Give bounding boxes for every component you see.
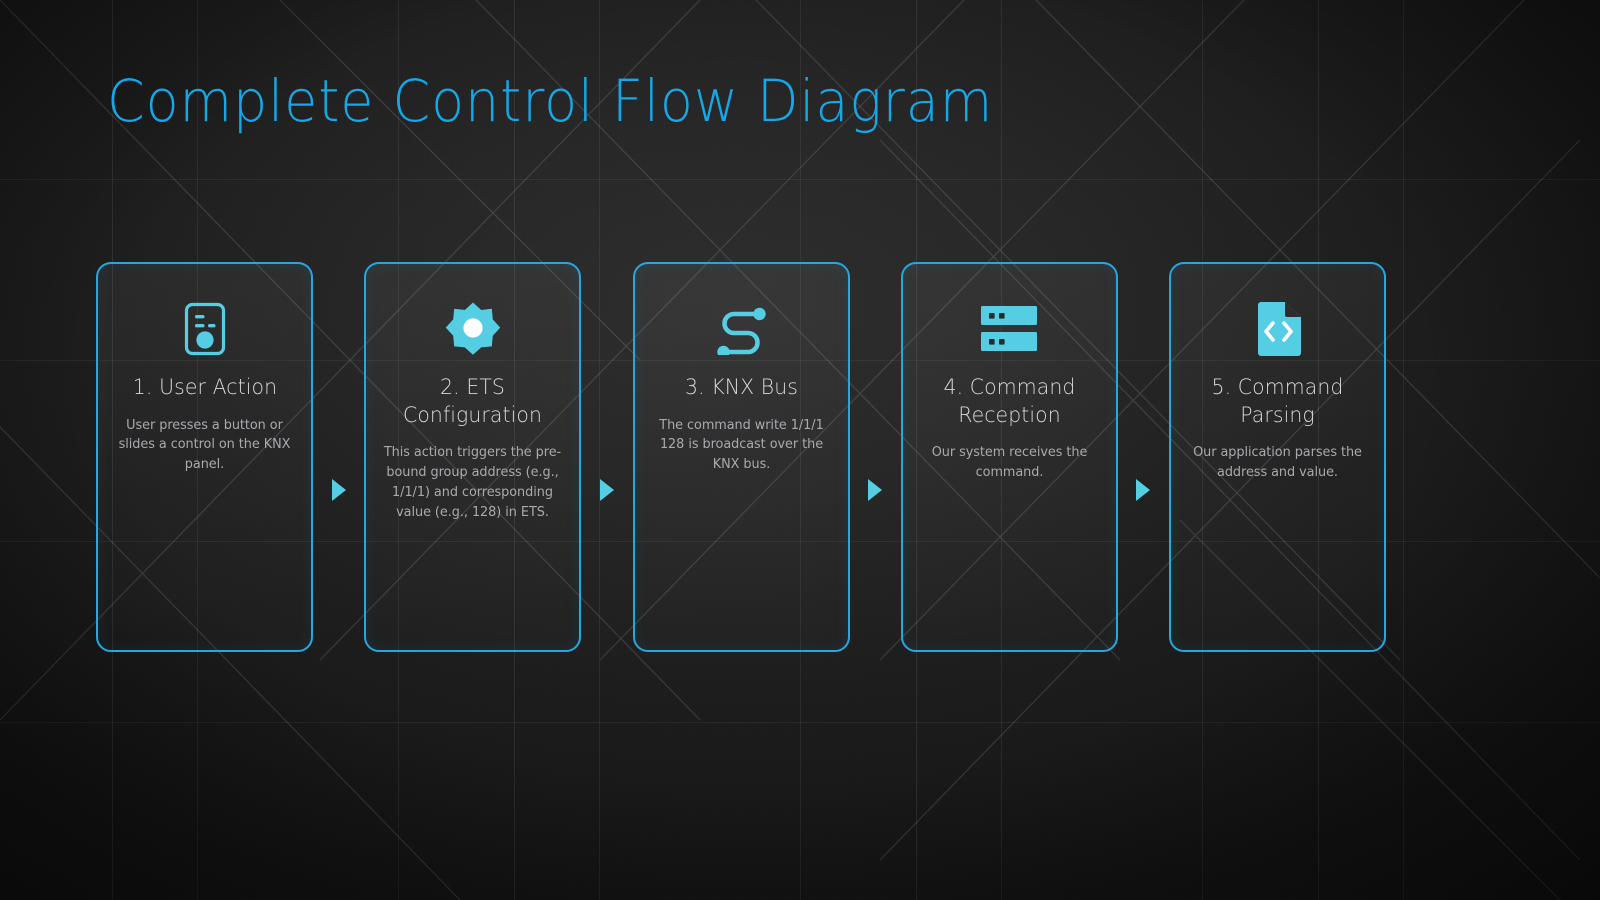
flow-step-card-5[interactable]: 5. Command Parsing Our application parse… (1169, 262, 1386, 652)
gear-icon (445, 300, 501, 358)
flow-step-title: 5. Command Parsing (1211, 375, 1344, 428)
arrow-right-icon (1136, 479, 1151, 501)
flow-connector-1 (313, 262, 364, 652)
flow-step-title: 1. User Action (132, 375, 277, 400)
route-path-icon (713, 300, 769, 358)
page-title: Complete Control Flow Diagram (107, 67, 994, 135)
arrow-right-icon (331, 479, 346, 501)
flow-diagram: 1. User Action User presses a button or … (96, 262, 1386, 652)
arrow-right-icon (599, 479, 614, 501)
flow-connector-4 (1118, 262, 1169, 652)
flow-step-description: Our system receives the command. (931, 444, 1088, 480)
flow-step-title: 2. ETS Configuration (403, 375, 543, 428)
flow-connector-3 (850, 262, 901, 652)
code-file-icon (1254, 300, 1302, 358)
flow-step-description: This action triggers the pre-bound group… (384, 444, 562, 520)
flow-step-description: The command write 1/1/1 128 is broadcast… (658, 416, 824, 473)
flow-step-description: User presses a button or slides a contro… (118, 416, 291, 473)
flow-step-title: 4. Command Reception (943, 375, 1076, 428)
flow-step-card-3[interactable]: 3. KNX Bus The command write 1/1/1 128 i… (632, 262, 850, 652)
flow-step-card-4[interactable]: 4. Command Reception Our system receives… (900, 262, 1118, 652)
flow-connector-2 (581, 262, 632, 652)
flow-step-title: 3. KNX Bus (684, 375, 798, 400)
flow-step-card-2[interactable]: 2. ETS Configuration This action trigger… (364, 262, 582, 652)
server-icon (980, 300, 1038, 358)
arrow-right-icon (868, 479, 883, 501)
flow-step-card-1[interactable]: 1. User Action User presses a button or … (96, 262, 313, 652)
control-panel-icon (184, 300, 226, 358)
flow-step-description: Our application parses the address and v… (1193, 444, 1362, 480)
